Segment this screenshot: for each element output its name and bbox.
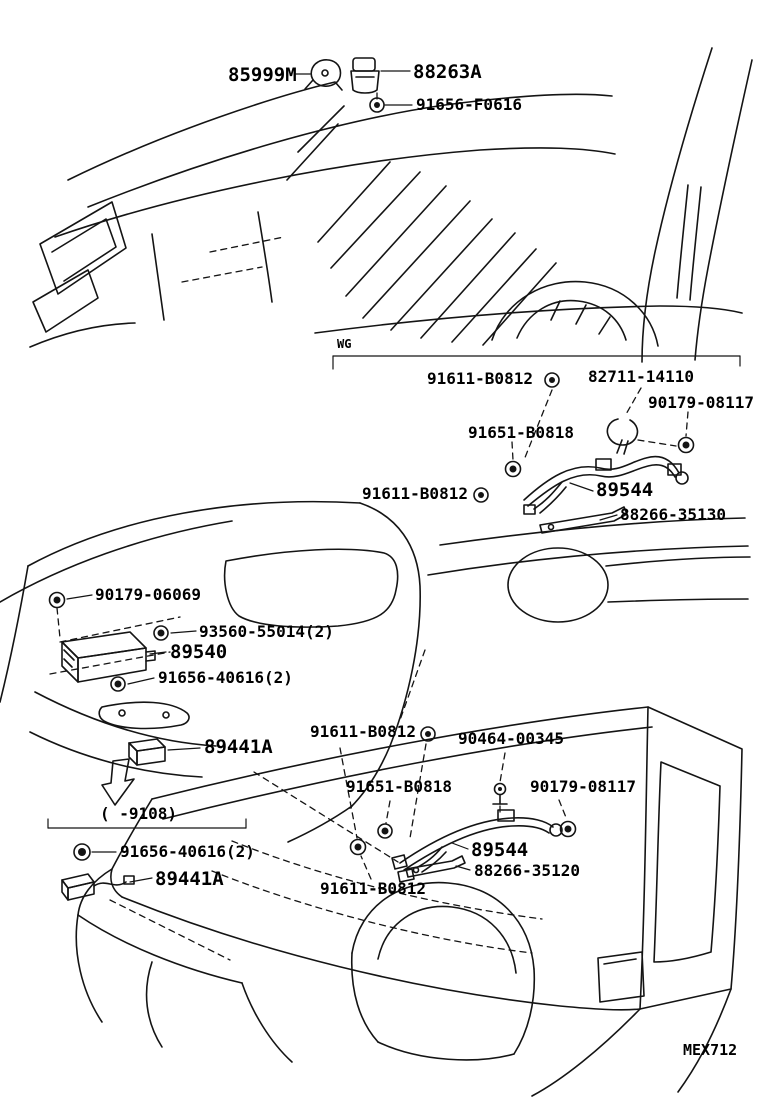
wg-range-bracket — [332, 355, 741, 370]
top-leader-lines — [295, 70, 413, 106]
nut-icon-91656-F0616 — [369, 97, 385, 113]
frame-muffler-art — [427, 517, 751, 623]
section-label-wg: WG — [337, 337, 352, 351]
part-label-82711-14110: 82711-14110 — [588, 367, 694, 386]
part-label-91656-40616-1: 91656-40616(2) — [158, 668, 293, 687]
part-label-89540: 89540 — [170, 641, 228, 663]
part-label-91656-F0616: 91656-F0616 — [416, 95, 522, 114]
truck-front-art — [29, 47, 753, 363]
part-label-93560-55014: 93560-55014(2) — [199, 622, 334, 641]
part-label-91651-B0818-1: 91651-B0818 — [468, 423, 574, 442]
part-label-85999M: 85999M — [228, 64, 297, 86]
clip-part-85999M — [304, 59, 343, 91]
bracket-part-35120 — [405, 855, 466, 878]
part-label-89441A-2: 89441A — [155, 868, 224, 890]
part-label-90179-08117-2: 90179-08117 — [530, 777, 636, 796]
part-label-88263A: 88263A — [413, 61, 482, 83]
clamp-part-82711 — [606, 418, 639, 446]
cab-art — [0, 500, 421, 809]
part-label-89544-1: 89544 — [596, 479, 654, 501]
part-label-90464-00345: 90464-00345 — [458, 729, 564, 748]
truck-bed-art — [75, 649, 743, 1097]
bracket-part-35130 — [539, 506, 628, 534]
part-label-91611-B0812-3: 91611-B0812 — [310, 722, 416, 741]
part-label-88266-35130: 88266-35130 — [620, 505, 726, 524]
part-label-89544-2: 89544 — [471, 839, 529, 861]
part-label-91651-B0818-2: 91651-B0818 — [346, 777, 452, 796]
sensor-part-88263A — [350, 57, 380, 94]
lower-harness-art — [349, 726, 577, 883]
upper-harness-leaders — [511, 387, 689, 521]
upper-harness-art — [473, 372, 695, 534]
part-label-91611-B0812-4: 91611-B0812 — [320, 879, 426, 898]
part-label-88266-35120: 88266-35120 — [474, 861, 580, 880]
part-label-91611-B0812-2: 91611-B0812 — [362, 484, 468, 503]
ecu-leader-lines — [56, 594, 201, 751]
date-range-bracket — [47, 818, 247, 829]
ecu-assembly-art — [48, 591, 190, 806]
part-label-90179-06069: 90179-06069 — [95, 585, 201, 604]
part-label-91611-B0812-1: 91611-B0812 — [427, 369, 533, 388]
part-label-91656-40616-2: 91656-40616(2) — [120, 842, 255, 861]
early-leader-lines — [91, 851, 231, 961]
arrow-down-icon — [101, 758, 135, 806]
sheet-code: MEX712 — [683, 1041, 738, 1059]
part-label-89441A-1: 89441A — [204, 736, 273, 758]
sensor-assembly-early-art — [61, 843, 135, 901]
date-range-label: ( -9108) — [100, 804, 178, 823]
lower-harness-leaders — [360, 743, 568, 880]
part-label-90179-08117-1: 90179-08117 — [648, 393, 754, 412]
